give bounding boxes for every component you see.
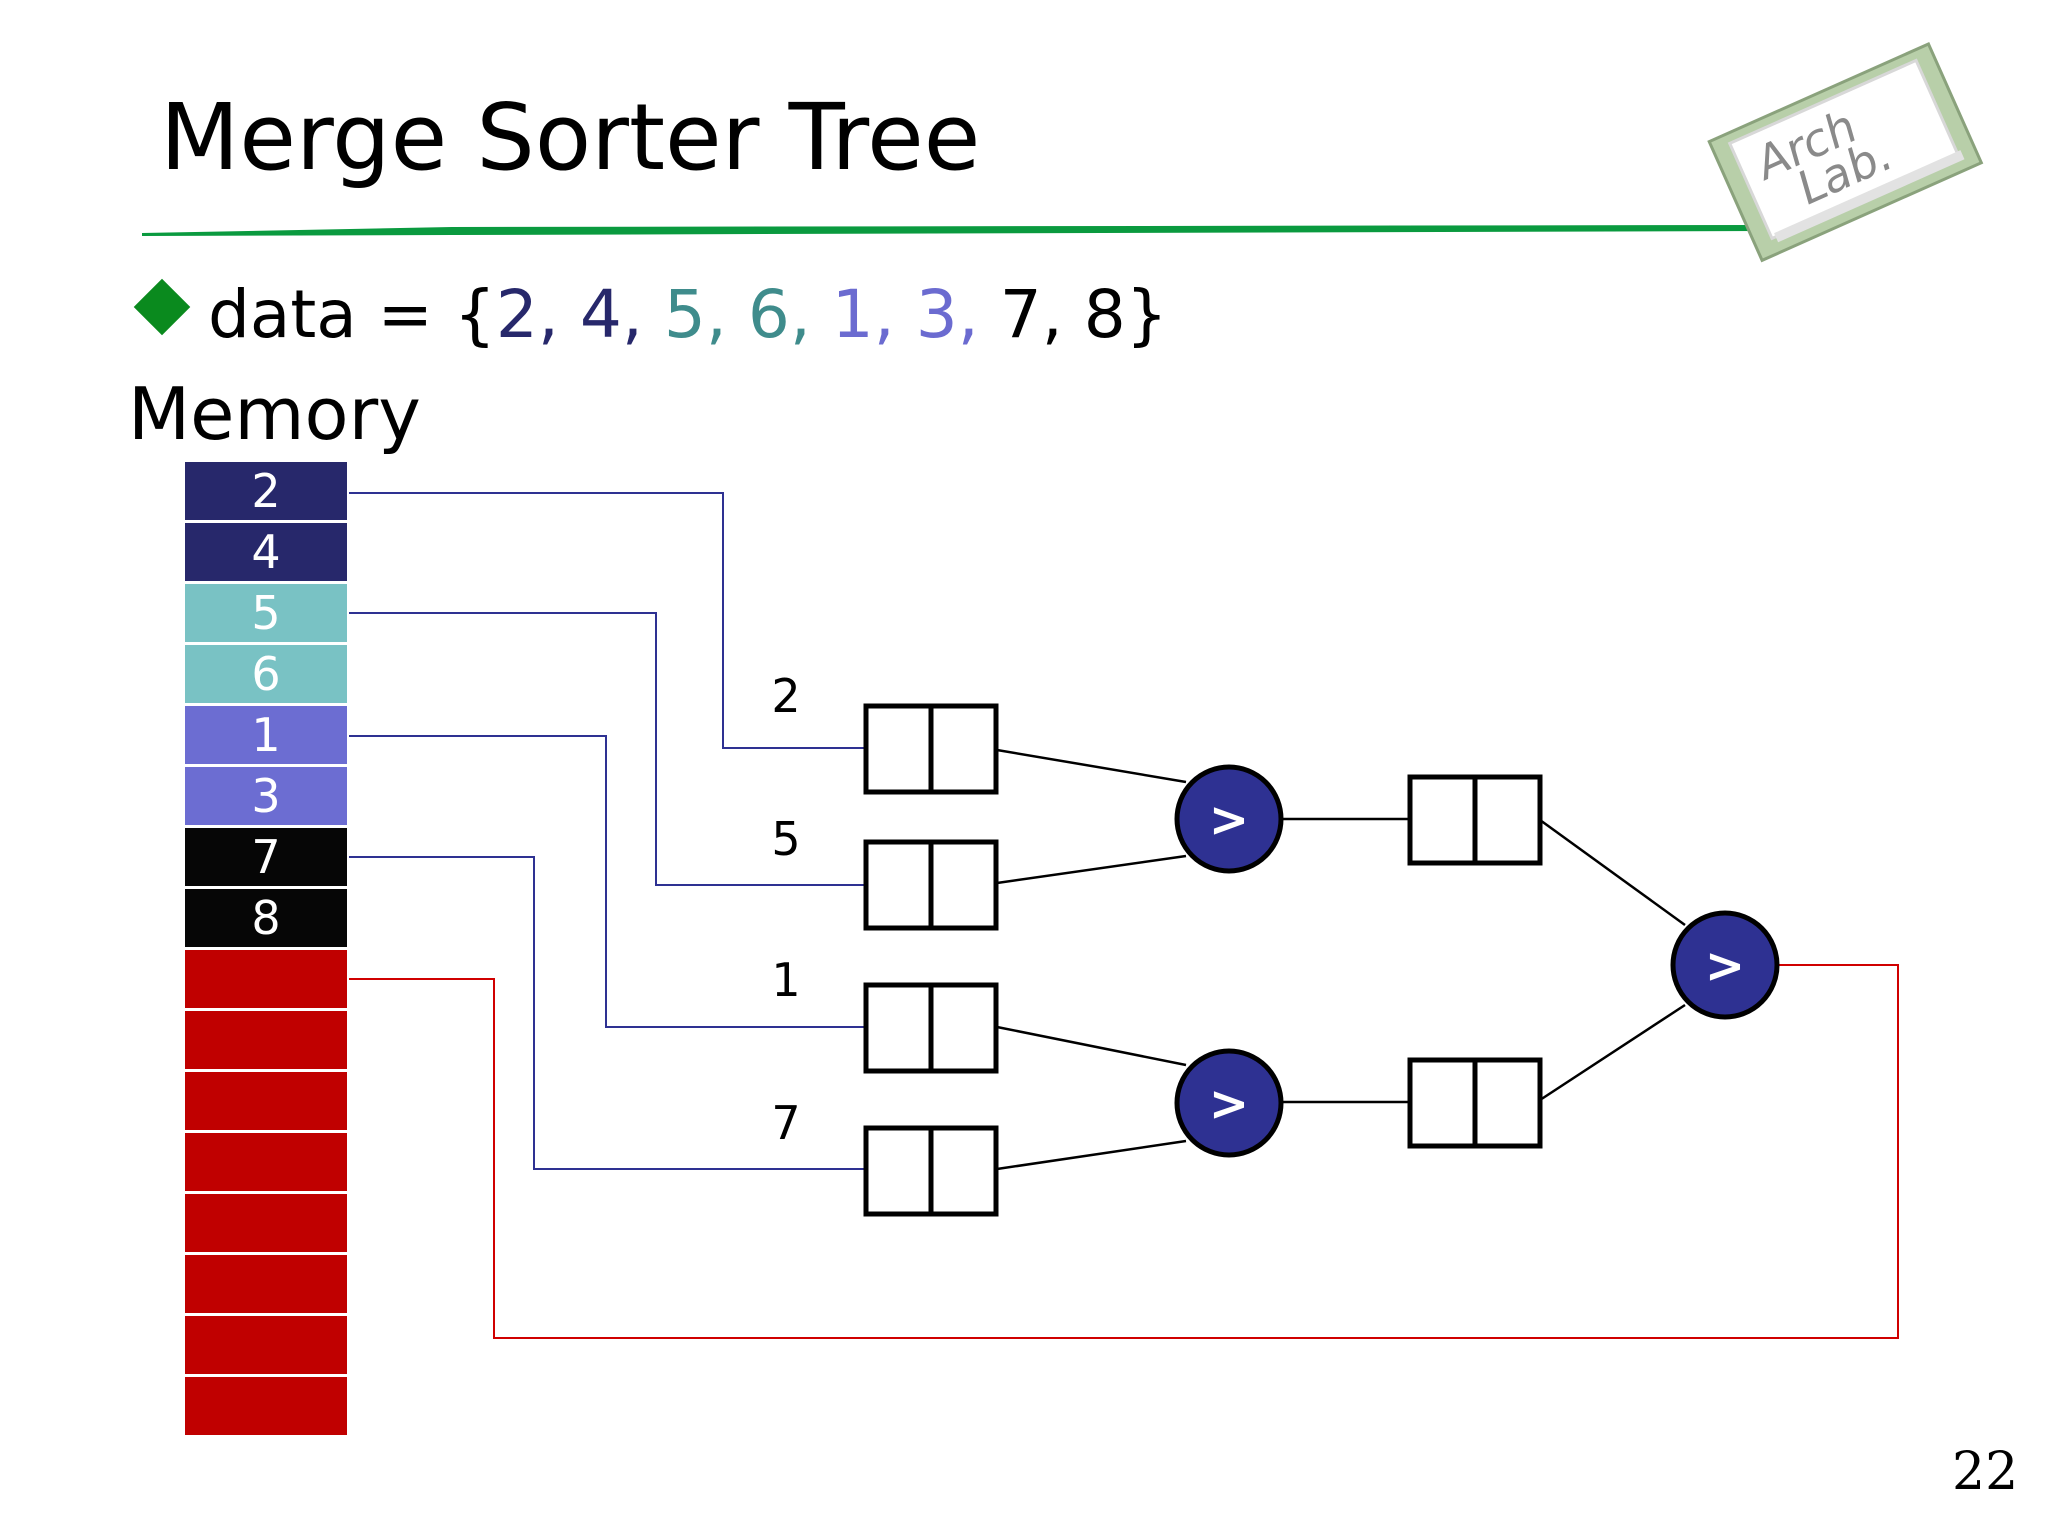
memory-cell — [185, 1377, 347, 1438]
data-value: 4 — [579, 276, 622, 353]
title-underline — [142, 225, 1762, 236]
input-wire-1 — [349, 492, 866, 749]
comparator-node-root: > — [1670, 910, 1780, 1020]
data-value: 3 — [915, 276, 958, 353]
comparator-node-1: > — [1174, 764, 1284, 874]
data-separator: , — [705, 276, 748, 353]
memory-cell: 6 — [185, 645, 347, 706]
data-separator: , — [789, 276, 832, 353]
data-suffix: } — [1125, 276, 1168, 353]
data-values: 2, 4, 5, 6, 1, 3, 7, 8 — [496, 276, 1126, 353]
data-separator: , — [1041, 276, 1084, 353]
input-label-2: 5 — [771, 812, 800, 866]
memory-cell: 4 — [185, 523, 347, 584]
input-buffer-3 — [863, 982, 999, 1074]
arch-lab-logo: Arch Lab. — [1707, 42, 1984, 263]
data-value: 2 — [495, 276, 538, 353]
edge-buf4-cmp2 — [996, 1139, 1187, 1171]
memory-cell — [185, 1133, 347, 1194]
data-value: 6 — [747, 276, 790, 353]
data-separator: , — [621, 276, 664, 353]
data-value: 1 — [831, 276, 874, 353]
data-prefix: data = { — [208, 276, 496, 353]
memory-cell: 1 — [185, 706, 347, 767]
memory-cell — [185, 1255, 347, 1316]
edge-buf2-cmp1 — [996, 854, 1187, 885]
memory-cell: 2 — [185, 462, 347, 523]
data-value: 8 — [1083, 276, 1126, 353]
memory-cell: 3 — [185, 767, 347, 828]
data-value: 7 — [999, 276, 1042, 353]
input-label-4: 7 — [771, 1096, 800, 1150]
input-label-1: 2 — [771, 669, 800, 723]
input-label-3: 1 — [771, 953, 800, 1007]
memory-cell — [185, 1316, 347, 1377]
memory-cell — [185, 1072, 347, 1133]
edge-buf1-cmp1 — [996, 748, 1187, 784]
input-wire-2 — [349, 612, 866, 886]
data-separator: , — [537, 276, 580, 353]
comparator-symbol-1: > — [1209, 792, 1249, 848]
memory-cell: 8 — [185, 889, 347, 950]
data-bullet: data = {2, 4, 5, 6, 1, 3, 7, 8} — [128, 278, 1168, 348]
data-value: 5 — [663, 276, 706, 353]
input-wire-4 — [349, 856, 866, 1170]
memory-cell — [185, 1011, 347, 1072]
edge-buf3-cmp2 — [996, 1025, 1187, 1067]
page-number: 22 — [1952, 1442, 2019, 1502]
memory-cell — [185, 950, 347, 1011]
input-buffer-2 — [863, 839, 999, 931]
data-separator: , — [873, 276, 916, 353]
input-buffer-1 — [863, 703, 999, 795]
slide-title: Merge Sorter Tree — [160, 84, 981, 191]
intermediate-buffer-1 — [1407, 774, 1543, 866]
edge-buf5-cmp3 — [1539, 818, 1686, 927]
memory-label: Memory — [128, 372, 421, 456]
input-wire-3 — [349, 735, 866, 1028]
memory-cell: 5 — [185, 584, 347, 645]
comparator-node-2: > — [1174, 1048, 1284, 1158]
intermediate-buffer-2 — [1407, 1057, 1543, 1149]
edge-buf6-cmp3 — [1539, 1003, 1686, 1102]
memory-cell — [185, 1194, 347, 1255]
data-separator: , — [957, 276, 1000, 353]
comparator-symbol-2: > — [1209, 1076, 1249, 1132]
memory-cell: 7 — [185, 828, 347, 889]
comparator-symbol-root: > — [1705, 938, 1745, 994]
output-wire — [349, 964, 1899, 1339]
input-buffer-4 — [863, 1125, 999, 1217]
